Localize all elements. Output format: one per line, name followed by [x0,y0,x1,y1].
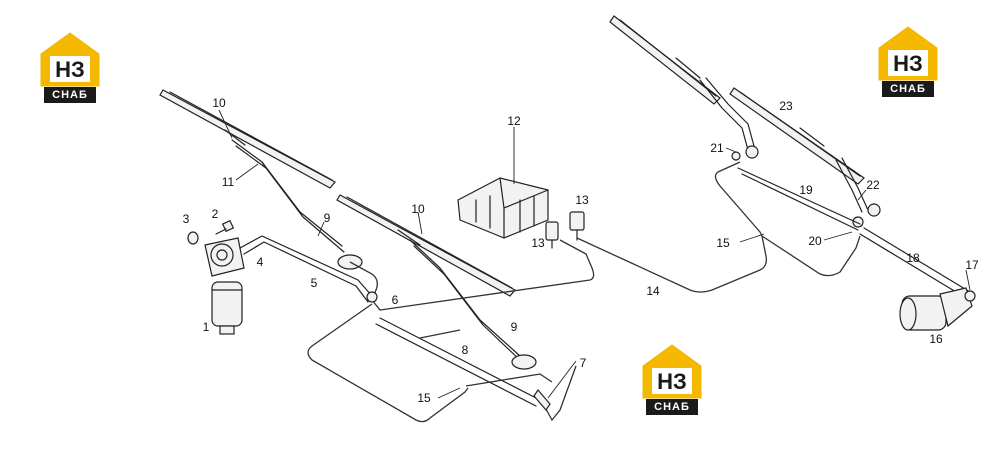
brand-logo: НЗ СНАБ [640,342,704,418]
callout-10-upper: 10 [212,96,226,110]
callout-10-lower: 10 [411,202,425,216]
wiper-blade-right-lower [729,87,865,185]
callout-20: 20 [808,234,822,248]
callout-4: 4 [257,255,264,269]
callout-23: 23 [779,99,793,113]
callout-14: 14 [646,284,660,298]
callout-7: 7 [580,356,587,370]
callout-19: 19 [799,183,813,197]
wiper-motor-left [204,237,245,335]
brand-logo: НЗ СНАБ [38,30,102,106]
wiper-blade-left-lower [336,194,516,297]
callout-9-upper: 9 [324,211,331,225]
washer-reservoir [457,177,549,239]
callout-1: 1 [203,320,210,334]
wiper-motor-right [899,287,976,331]
svg-text:НЗ: НЗ [893,51,923,76]
wiper-linkage-right [737,167,971,299]
wiper-arm-right-lower [835,157,881,228]
wiper-arm-left-lower [409,239,537,370]
hose-fitting [366,291,378,303]
callout-labels: 1 2 3 4 5 6 7 8 9 9 10 10 11 12 13 13 14… [183,96,979,405]
callout-8: 8 [462,343,469,357]
callout-6: 6 [392,293,399,307]
washer-hose-right [714,161,763,237]
callout-leaders [218,109,971,399]
washer-nozzle-left [533,389,551,411]
wiper-blade-left-upper [159,89,336,189]
washer-hose-left [307,239,595,423]
washer-hose-right-branch [761,235,861,277]
brand-logo-mark: НЗ [878,26,938,81]
brand-logo-text: СНАБ [882,81,934,97]
wiper-blade-right-upper [609,15,721,105]
brand-logo: НЗ СНАБ [876,24,940,100]
callout-11: 11 [222,175,235,189]
callout-9-lower: 9 [511,320,518,334]
brand-logo-text: СНАБ [646,399,698,415]
callout-22: 22 [866,178,880,192]
washer-pump-left [545,221,559,249]
callout-16: 16 [929,332,943,346]
svg-text:НЗ: НЗ [657,369,687,394]
callout-18: 18 [906,251,920,265]
wiper-linkage [239,235,541,407]
callout-3: 3 [183,212,190,226]
washer-pump-right [569,211,585,241]
callout-21: 21 [710,141,724,155]
callout-13-right: 13 [575,193,589,207]
callout-5: 5 [311,276,318,290]
callout-13-left: 13 [531,236,545,250]
brand-logo-text: СНАБ [44,87,96,103]
callout-2: 2 [212,207,219,221]
washer-hose-main [576,235,768,293]
brand-logo-mark: НЗ [642,344,702,399]
wiper-arm-right-upper [699,77,759,161]
brand-logo-mark: НЗ [40,32,100,87]
callout-12: 12 [507,114,521,128]
callout-17: 17 [965,258,979,272]
bolt-and-washer [187,219,235,245]
svg-text:НЗ: НЗ [55,57,85,82]
callout-15-left: 15 [417,391,431,405]
callout-15-right: 15 [716,236,730,250]
